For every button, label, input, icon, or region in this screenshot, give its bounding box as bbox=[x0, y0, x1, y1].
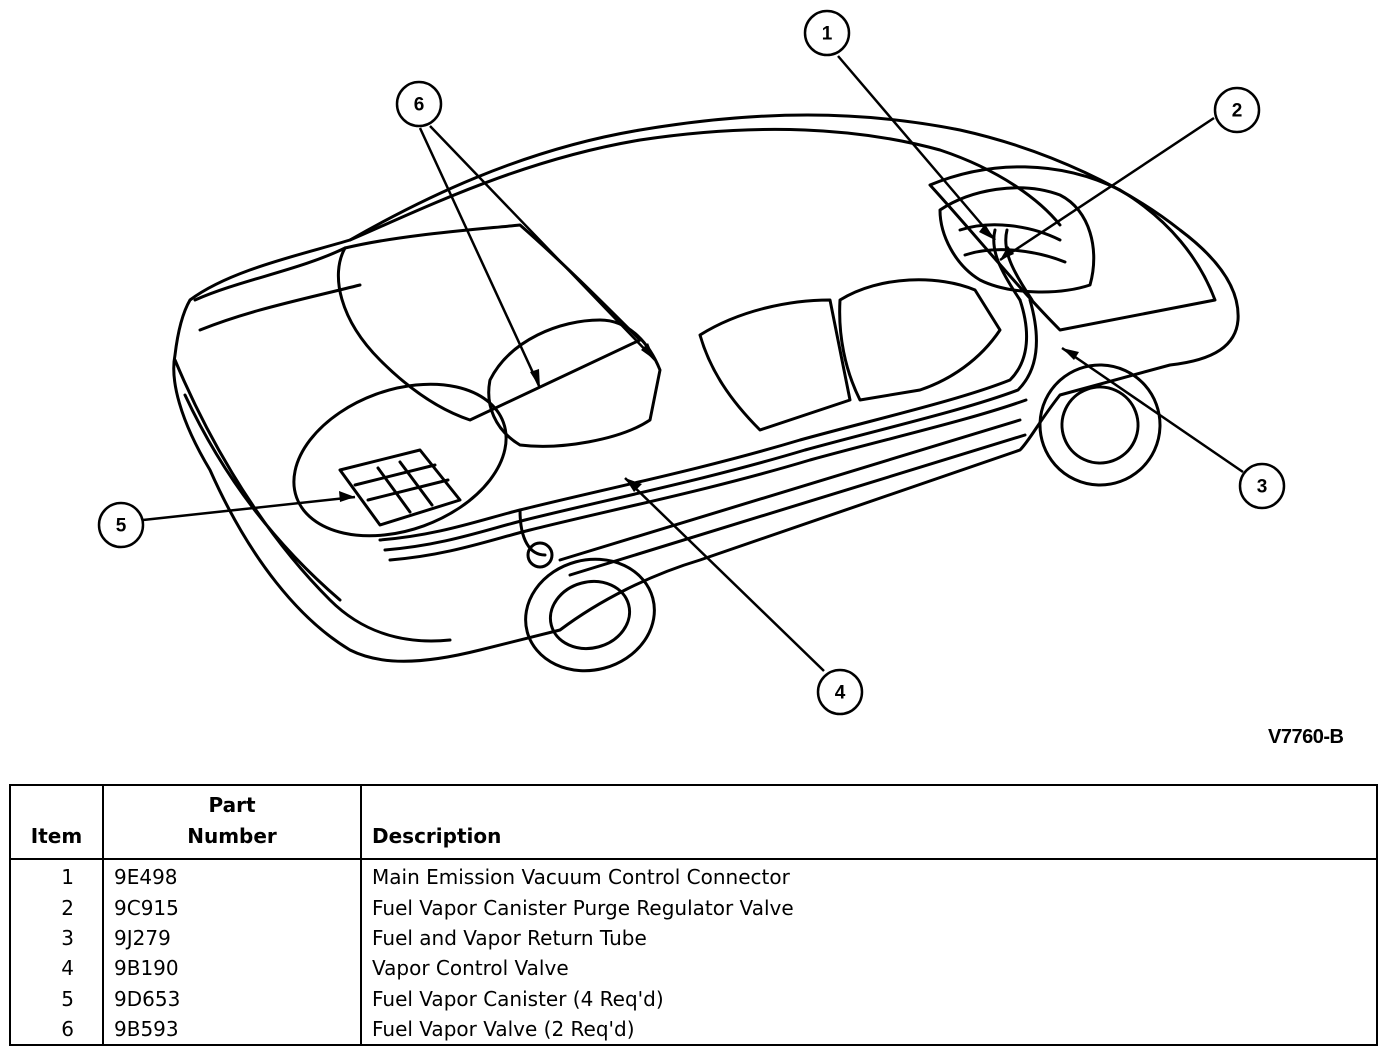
header-part-number: Part Number bbox=[102, 785, 361, 860]
cell-item: 1 bbox=[61, 865, 74, 890]
rocker-panel bbox=[558, 418, 1027, 577]
cell-part: 9J279 bbox=[102, 922, 361, 954]
cell-description: Main Emission Vacuum Control Connector bbox=[360, 859, 1377, 893]
header-description: Description bbox=[360, 785, 1377, 860]
cell-description: Fuel and Vapor Return Tube bbox=[360, 922, 1377, 954]
rear-bumper bbox=[173, 358, 452, 643]
header-item: Item bbox=[10, 785, 103, 860]
rear-door-window bbox=[698, 298, 852, 432]
callout-label-3: 3 bbox=[1257, 477, 1268, 498]
figure-id: V7760-B bbox=[1268, 726, 1344, 748]
cell-part: 9E498 bbox=[102, 859, 361, 893]
callout-circle-6 bbox=[395, 80, 443, 128]
callout-label-1: 1 bbox=[822, 24, 833, 45]
callout-label-5: 5 bbox=[116, 516, 127, 537]
leader-line-2 bbox=[999, 116, 1215, 262]
leader-line-6a bbox=[418, 127, 542, 389]
callout-circle-1 bbox=[803, 9, 851, 57]
callout-label-2: 2 bbox=[1232, 101, 1243, 122]
callout-label-4: 4 bbox=[835, 683, 846, 704]
header-part-line1: Part bbox=[208, 793, 256, 817]
engine-block bbox=[938, 186, 1096, 294]
cell-description: Fuel Vapor Canister Purge Regulator Valv… bbox=[360, 892, 1377, 923]
header-part-line2: Number bbox=[187, 824, 277, 848]
hood-opening bbox=[928, 165, 1217, 332]
cell-part: 9B593 bbox=[102, 1013, 361, 1046]
cell-description: Fuel Vapor Valve (2 Req'd) bbox=[360, 1013, 1377, 1046]
table-row: 1 9E498 Main Emission Vacuum Control Con… bbox=[10, 859, 1377, 893]
leader-line-6b bbox=[429, 125, 656, 361]
spare-tire-well bbox=[292, 382, 508, 538]
car-body-outline bbox=[172, 113, 1240, 663]
vapor-canister-pack bbox=[338, 448, 462, 527]
parts-table: Item Part Number Description 1 9E498 Mai… bbox=[9, 784, 1378, 1047]
cell-part: 9B190 bbox=[102, 953, 361, 984]
cell-item: 6 bbox=[61, 1017, 74, 1042]
front-wheel bbox=[1038, 363, 1162, 487]
fuel-tank bbox=[487, 318, 662, 448]
table-row: 2 9C915 Fuel Vapor Canister Purge Regula… bbox=[10, 892, 1377, 923]
table-row: 5 9D653 Fuel Vapor Canister (4 Req'd) bbox=[10, 983, 1377, 1014]
cell-item: 3 bbox=[61, 925, 74, 950]
callout-label-6: 6 bbox=[414, 95, 425, 116]
table-row: 4 9B190 Vapor Control Valve bbox=[10, 953, 1377, 984]
cell-description: Vapor Control Valve bbox=[360, 953, 1377, 984]
cell-item: 2 bbox=[61, 895, 74, 920]
table-header-row: Item Part Number Description bbox=[10, 785, 1377, 860]
cell-item: 5 bbox=[61, 986, 74, 1011]
cell-part: 9D653 bbox=[102, 983, 361, 1014]
callout-circle-3 bbox=[1238, 462, 1286, 510]
table-row: 6 9B593 Fuel Vapor Valve (2 Req'd) bbox=[10, 1013, 1377, 1046]
cell-item: 4 bbox=[61, 956, 74, 981]
cell-part: 9C915 bbox=[102, 892, 361, 923]
leader-line-1 bbox=[837, 55, 996, 241]
fuel-lines bbox=[378, 298, 1029, 542]
rear-wheel bbox=[524, 557, 656, 673]
leader-line-5 bbox=[142, 495, 356, 522]
leader-line-3 bbox=[1061, 346, 1244, 474]
car-fuel-vapor-diagram: 1 2 3 4 5 6 bbox=[97, 9, 1286, 716]
callout-circle-5 bbox=[97, 501, 145, 549]
front-door-window bbox=[838, 278, 1002, 402]
cell-description: Fuel Vapor Canister (4 Req'd) bbox=[360, 983, 1377, 1014]
callout-circle-4 bbox=[816, 668, 864, 716]
callout-circle-2 bbox=[1213, 86, 1261, 134]
roof-line bbox=[348, 127, 1062, 242]
trunk-lid bbox=[193, 246, 362, 332]
leader-line-4 bbox=[624, 477, 825, 672]
table-row: 3 9J279 Fuel and Vapor Return Tube bbox=[10, 922, 1377, 954]
